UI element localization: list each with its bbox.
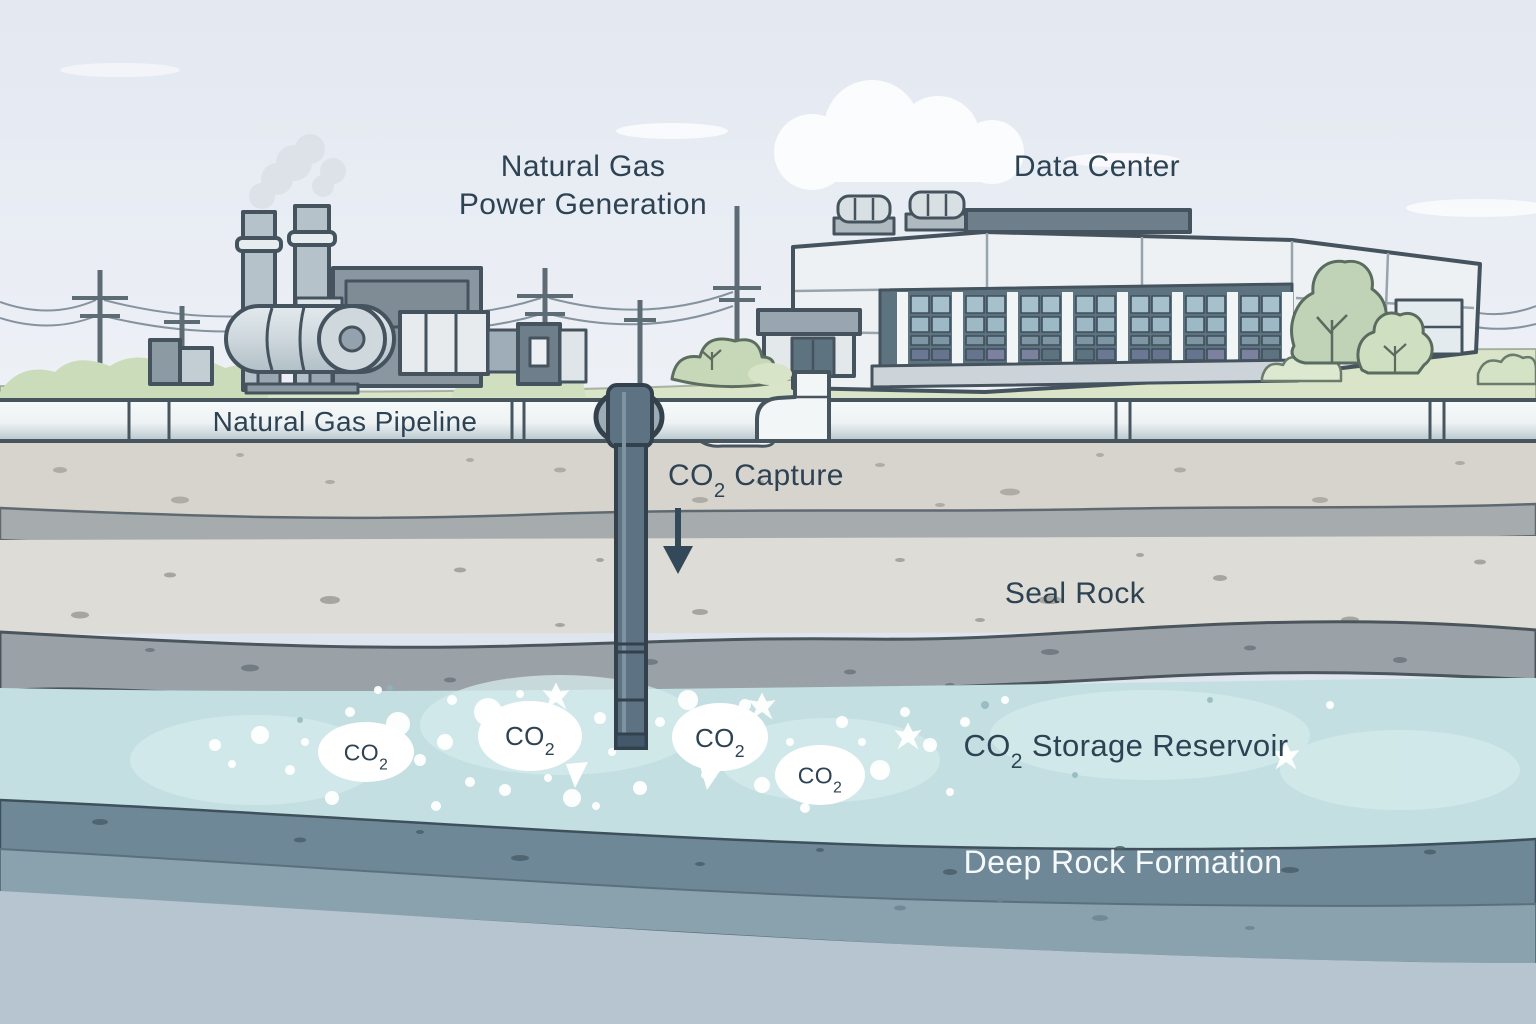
co2-capture-label: CO2 Capture xyxy=(668,457,844,501)
co2-bubble-2-tail xyxy=(566,762,588,788)
smoke xyxy=(249,134,346,209)
seal-rock-label: Seal Rock xyxy=(1004,577,1146,610)
bubble-4-main: CO xyxy=(797,762,834,789)
power-plant xyxy=(148,134,588,395)
chimney-2-collar xyxy=(287,230,337,247)
plant-box-left2 xyxy=(178,346,214,386)
injection-well xyxy=(593,383,665,750)
chimney-1-collar xyxy=(235,236,283,253)
tank-seams xyxy=(265,306,306,372)
window-band xyxy=(897,292,1293,366)
co2-bubble-2-label: CO2 xyxy=(504,721,555,758)
co2-bubble-2 xyxy=(478,701,582,771)
deep-rock-label: Deep Rock Formation xyxy=(963,844,1283,880)
pipe-head xyxy=(606,383,654,449)
reservoir-label-sub: 2 xyxy=(1010,750,1023,774)
co2-bubble-3 xyxy=(672,703,768,771)
cloud-main xyxy=(774,80,1024,190)
roof-slab xyxy=(964,208,1192,234)
plant-wing-light xyxy=(558,328,588,384)
plinth xyxy=(870,358,1300,389)
bubble-4-sub: 2 xyxy=(833,779,843,797)
bubble-3-main: CO xyxy=(694,723,735,753)
bubble-2-sub: 2 xyxy=(544,739,556,760)
deep-rock-speckles xyxy=(92,819,1436,875)
bottom-layer xyxy=(0,891,1536,1024)
pipe-shaft xyxy=(614,443,648,750)
rooftop-units xyxy=(832,190,970,236)
reservoir-label-suffix: Storage Reservoir xyxy=(1022,728,1289,763)
co2-bubble-4-label: CO2 xyxy=(797,762,842,796)
co2-capture-label-main: CO xyxy=(668,459,714,492)
co2-bubble-1 xyxy=(318,722,414,782)
plant-box-mid xyxy=(486,328,520,374)
power-plant-label-line2: Power Generation xyxy=(458,188,708,221)
co2-bubbles xyxy=(318,701,865,805)
power-plant-label-line1: Natural Gas xyxy=(500,150,666,183)
down-arrow-icon xyxy=(663,508,693,574)
tank-endcap-hub xyxy=(338,325,366,353)
tank-base xyxy=(244,382,360,395)
plant-building-light-lines xyxy=(424,314,458,372)
co2-bubble-1-label: CO2 xyxy=(343,739,388,773)
pipeline-joints xyxy=(127,401,1446,440)
plant-building-light xyxy=(398,310,490,376)
plant-box-left xyxy=(148,338,182,386)
pipeline-elbow xyxy=(755,370,831,443)
co2-bubble-3-tail xyxy=(700,766,722,790)
reservoir-label-main: CO xyxy=(963,728,1011,763)
reservoir-label: CO2 Storage Reservoir xyxy=(963,727,1289,772)
bubble-3-sub: 2 xyxy=(734,741,746,762)
bush-right-edge xyxy=(1476,353,1536,386)
bubble-1-main: CO xyxy=(343,739,380,766)
co2-bubble-4 xyxy=(775,745,865,805)
gas-pipeline xyxy=(0,370,1536,448)
mid-rock-speckles xyxy=(894,898,1255,930)
co2-capture-label-sub: 2 xyxy=(713,479,726,502)
co2-bubble-3-label: CO2 xyxy=(694,723,745,760)
pipeline-label: Natural Gas Pipeline xyxy=(212,406,478,437)
data-center-label: Data Center xyxy=(1013,150,1181,183)
pipe-tip xyxy=(614,732,648,750)
co2-capture-label-suffix: Capture xyxy=(725,459,844,492)
bubble-2-main: CO xyxy=(504,721,545,751)
clouds xyxy=(60,63,1536,217)
bush-center-light xyxy=(748,363,792,385)
power-plant-label: Natural Gas Power Generation xyxy=(459,148,707,224)
tree-small xyxy=(1356,311,1434,375)
seal-rock-layer xyxy=(0,536,1536,634)
soil-speckles xyxy=(53,453,1465,507)
trees xyxy=(670,259,1536,389)
plant-wing-door xyxy=(528,336,550,368)
pipe-joints xyxy=(617,642,645,702)
bubble-1-sub: 2 xyxy=(379,756,389,774)
